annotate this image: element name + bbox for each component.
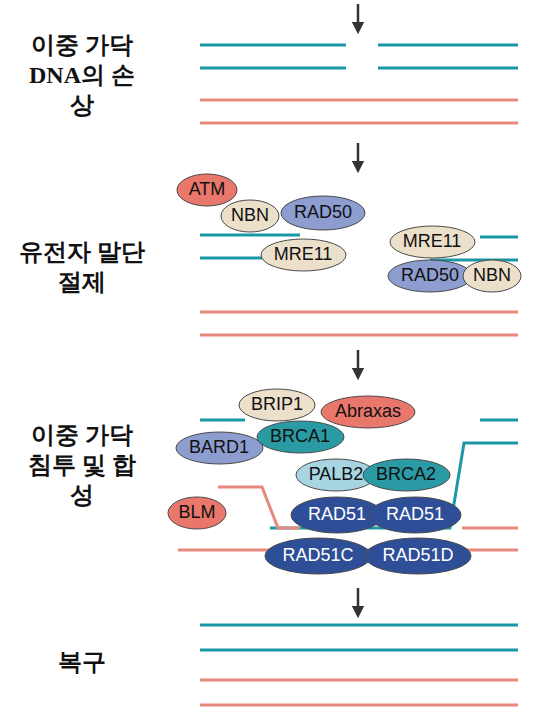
- protein-ellipse: Abraxas: [320, 395, 416, 429]
- protein-name: BRCA2: [376, 465, 436, 485]
- protein-name: BARD1: [189, 438, 249, 458]
- protein-ellipse: BRCA1: [256, 420, 345, 454]
- protein-ellipse: RAD51: [368, 496, 462, 534]
- protein-ellipse: RAD51C: [264, 537, 372, 575]
- stage-label: 유전자 말단 절제: [7, 237, 157, 297]
- protein-ellipse: NBN: [220, 199, 280, 233]
- protein-name: MRE11: [274, 245, 333, 265]
- protein-ellipse: NBN: [462, 259, 522, 293]
- protein-name: RAD51D: [382, 546, 453, 566]
- protein-ellipse: RAD51D: [364, 537, 472, 575]
- protein-ellipse: BRIP1: [238, 388, 316, 422]
- protein-name: NBN: [473, 266, 511, 286]
- protein-name: RAD50: [294, 203, 352, 223]
- stage-label: 복구: [25, 647, 140, 677]
- protein-name: BLM: [178, 503, 215, 523]
- stage-label: 이중 가닥 DNA의 손상: [25, 30, 140, 120]
- protein-name: Abraxas: [335, 402, 401, 422]
- protein-ellipse: BRCA2: [362, 458, 451, 492]
- protein-ellipse: RAD50: [387, 259, 473, 293]
- protein-name: RAD51: [386, 505, 444, 525]
- protein-ellipse: MRE11: [260, 238, 347, 272]
- protein-ellipse: ATM: [176, 173, 238, 207]
- protein-name: RAD51C: [282, 546, 353, 566]
- protein-name: BRIP1: [251, 395, 303, 415]
- protein-name: MRE11: [403, 232, 462, 252]
- protein-name: RAD50: [401, 266, 459, 286]
- dna-strands: [178, 45, 518, 705]
- protein-name: NBN: [231, 206, 269, 226]
- protein-name: PALB2: [309, 465, 364, 485]
- protein-name: RAD51: [308, 505, 366, 525]
- protein-name: ATM: [189, 180, 226, 200]
- stage-label: 이중 가닥 침투 및 합성: [25, 420, 140, 510]
- protein-ellipse: BARD1: [175, 431, 264, 465]
- protein-ellipse: BLM: [167, 496, 227, 530]
- protein-name: BRCA1: [270, 427, 330, 447]
- protein-ellipse: MRE11: [389, 225, 476, 259]
- protein-ellipse: RAD50: [280, 195, 366, 231]
